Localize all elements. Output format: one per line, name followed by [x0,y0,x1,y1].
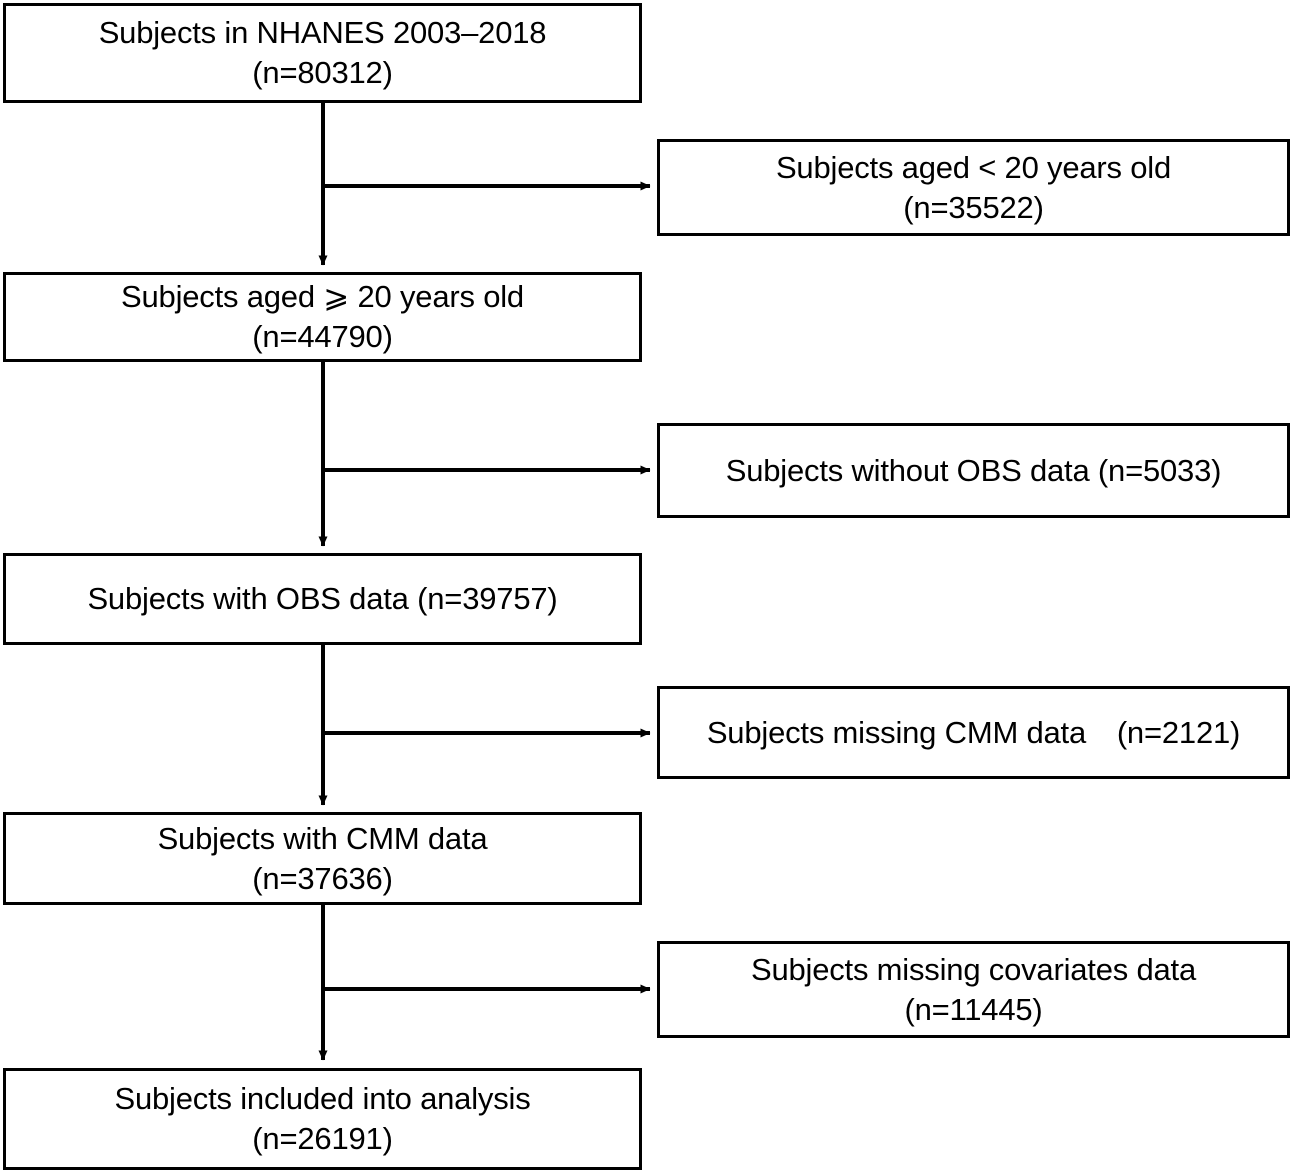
node-line: Subjects missing CMM data (n=2121) [706,714,1241,750]
node-line-count: (n=80312) [252,55,393,90]
node-subjects-in-nhanes[interactable]: Subjects in NHANES 2003–2018 (n=80312) [3,3,642,103]
node-line-count: (n=35522) [903,189,1044,225]
node-line: Subjects aged < 20 years old [775,149,1172,185]
node-line: Subjects missing covariates data [750,951,1197,987]
node-excluded-aged-under-20[interactable]: Subjects aged < 20 years old (n=35522) [657,139,1290,236]
node-subjects-included-into-analysis[interactable]: Subjects included into analysis (n=26191… [3,1068,642,1170]
node-line-count: (n=11445) [904,991,1043,1027]
node-subjects-aged-20-or-older[interactable]: Subjects aged ⩾ 20 years old (n=44790) [3,272,642,362]
node-line-count: (n=44790) [252,319,393,354]
node-line: Subjects aged ⩾ 20 years old [121,279,524,315]
node-line: Subjects with CMM data [157,820,488,856]
node-subjects-with-obs-data[interactable]: Subjects with OBS data (n=39757) [3,553,642,645]
node-line-count: (n=37636) [252,860,393,896]
node-excluded-missing-covariates-data[interactable]: Subjects missing covariates data (n=1144… [657,941,1290,1038]
node-line-count: (n=26191) [252,1121,393,1156]
node-line: Subjects without OBS data (n=5033) [725,452,1222,488]
node-line: Subjects in NHANES 2003–2018 [98,15,547,51]
node-excluded-without-obs-data[interactable]: Subjects without OBS data (n=5033) [657,423,1290,518]
node-line: Subjects included into analysis [114,1081,531,1117]
node-subjects-with-cmm-data[interactable]: Subjects with CMM data (n=37636) [3,812,642,905]
node-excluded-missing-cmm-data[interactable]: Subjects missing CMM data (n=2121) [657,686,1290,779]
node-line: Subjects with OBS data (n=39757) [87,581,558,617]
